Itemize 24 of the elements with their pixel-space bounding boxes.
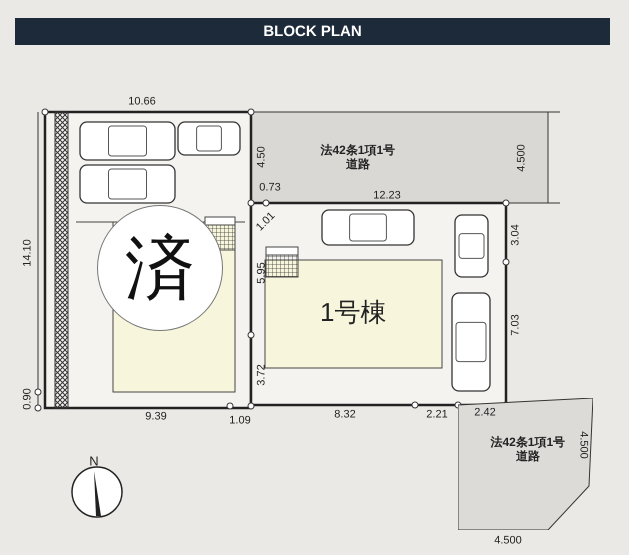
compass-letter: N: [89, 454, 99, 468]
road-label: 法42条1項1号道路: [317, 144, 399, 172]
dimension-label: 10.66: [128, 96, 156, 108]
dimension-label: 0.90: [22, 388, 34, 410]
title-banner: BLOCK PLAN: [15, 18, 610, 45]
dimension-label: 4.500: [516, 144, 528, 172]
road-label: 法42条1項1号道路: [489, 436, 566, 464]
dimension-label: 5.95: [256, 262, 268, 284]
dimension-label: 9.39: [145, 412, 167, 422]
dimension-label: 0.73: [259, 182, 281, 194]
dimension-label: 12.23: [373, 190, 401, 202]
dimension-label: 1.09: [229, 416, 251, 426]
dimension-label: 2.42: [474, 408, 496, 418]
dimension-label: 14.10: [22, 239, 34, 267]
dimension-label: 7.03: [510, 314, 522, 336]
dimension-label: 3.04: [510, 224, 522, 246]
dimension-label: 4.50: [256, 146, 268, 168]
dimension-label: 8.32: [334, 410, 356, 420]
dimension-label: 3.72: [256, 364, 268, 386]
building-label: 1号棟: [320, 299, 386, 325]
dimension-label: 4.500: [578, 431, 588, 459]
dimension-label: 2.21: [426, 410, 448, 420]
dimension-label: 4.500: [494, 536, 522, 546]
dimension-label: 1.01: [254, 210, 278, 234]
